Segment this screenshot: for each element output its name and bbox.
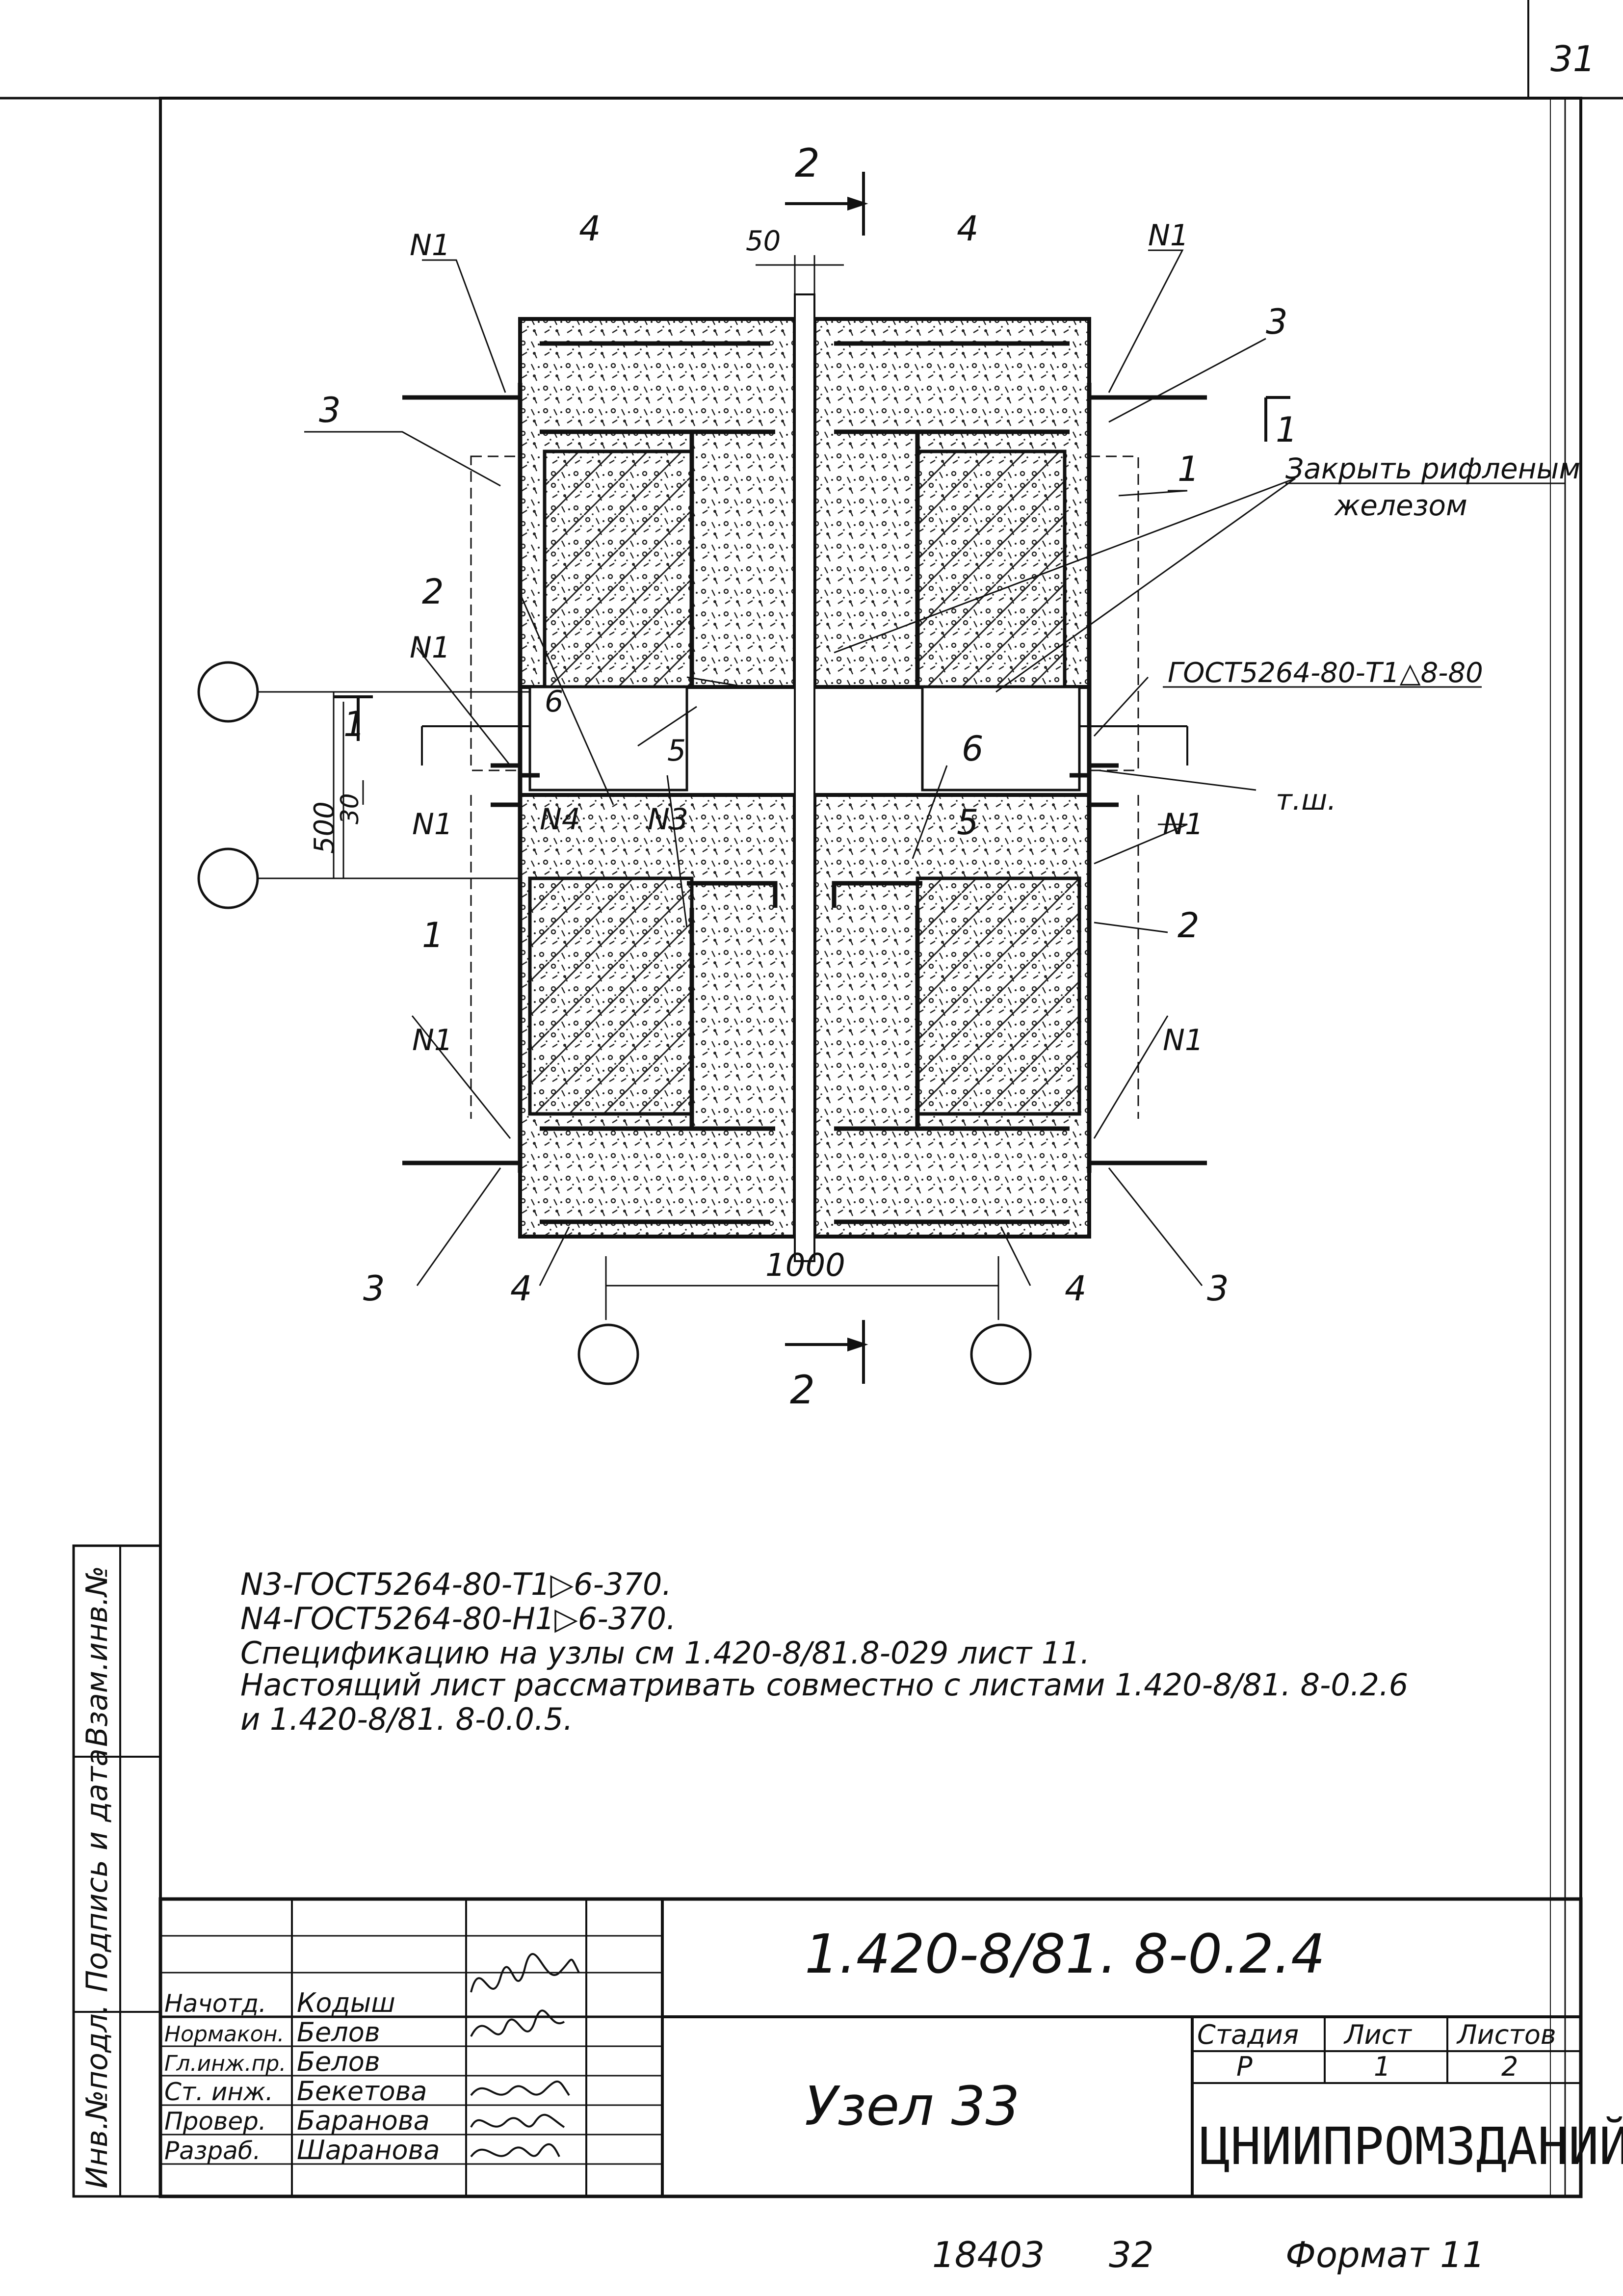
callout-n3: N3 [648, 802, 688, 837]
section-mark-left: 1 [343, 704, 366, 744]
axis-marker-a [197, 661, 259, 723]
callout-n1-mid-left2: N1 [412, 807, 453, 842]
callout-3-bottom-right: 3 [1207, 1268, 1229, 1309]
note-corrugated-line2: железом [1334, 489, 1467, 522]
title-block [158, 1897, 1583, 2198]
footer-format: Формат 11 [1285, 2234, 1485, 2275]
callout-3-top-right: 3 [1266, 302, 1288, 342]
note-line-5: и 1.420-8/81. 8-0.0.5. [240, 1701, 573, 1737]
callout-4-top-left: 4 [579, 209, 601, 249]
callout-n1-low-right: N1 [1163, 1023, 1204, 1057]
callout-4-top-right: 4 [957, 209, 979, 249]
note-line-4: Настоящий лист рассматривать совместно с… [240, 1667, 1408, 1703]
dim-spacing: 500 [309, 801, 340, 854]
callout-n1-low-left: N1 [412, 1023, 453, 1057]
axis-marker-b [197, 847, 259, 909]
stage-value: Р [1236, 2051, 1253, 2082]
dim-span: 1000 [765, 1247, 845, 1284]
callout-n4: N4 [540, 802, 580, 837]
notes: N3-ГОСТ5264-80-Т1▷6-370. N4-ГОСТ5264-80-… [240, 1566, 1408, 1737]
axis-markers [197, 661, 1032, 1385]
axis-marker-d [970, 1323, 1032, 1385]
callout-5-right: 5 [957, 802, 979, 843]
footer-number: 18403 [932, 2234, 1045, 2275]
axis-marker-c [577, 1323, 639, 1385]
section-mark-bottom: 2 [790, 1367, 815, 1413]
note-line-1: N3-ГОСТ5264-80-Т1▷6-370. [240, 1566, 672, 1602]
dim-offset: 30 [336, 793, 364, 824]
sheet-value: 1 [1374, 2051, 1390, 2082]
section-marks [334, 172, 1290, 1384]
callout-5-left: 5 [667, 734, 686, 768]
footer-page: 32 [1109, 2234, 1154, 2275]
callout-2-left: 2 [422, 572, 444, 612]
side-label-inv: Инв.№подл. [80, 2004, 114, 2189]
callout-n1-mid-left: N1 [410, 631, 450, 665]
staff-role-3: Гл.инж.пр. [164, 2051, 286, 2076]
staff-rows: Начотд. Кодыш Нормакон. Белов Гл.инж.пр.… [164, 1987, 440, 2165]
seam-label: т.ш. [1276, 783, 1336, 817]
callout-n1-top-right: N1 [1148, 218, 1189, 253]
sheets-header: Листов [1456, 2019, 1556, 2050]
note-corrugated-line1: Закрыть рифленым [1285, 452, 1580, 485]
staff-role-6: Разраб. [164, 2137, 261, 2165]
staff-role-1: Начотд. [164, 1989, 266, 2018]
section-mark-right: 1 [1276, 410, 1298, 450]
staff-name-4: Бекетова [297, 2076, 427, 2107]
note-line-2: N4-ГОСТ5264-80-Н1▷6-370. [240, 1601, 676, 1636]
side-strip: Инв.№подл. Подпись и дата Взам.инв.№ [72, 1544, 162, 2198]
callout-1-top-right: 1 [1178, 449, 1200, 489]
drawing-title: Узел 33 [805, 2075, 1020, 2138]
staff-name-1: Кодыш [297, 1987, 395, 2018]
callout-2-right: 2 [1178, 905, 1200, 946]
callout-4-bottom-left: 4 [510, 1268, 532, 1309]
dimension-lines [342, 255, 844, 878]
page-number: 31 [1550, 38, 1596, 79]
side-label-sign: Подпись и дата [80, 1748, 114, 1992]
callout-6-right: 6 [962, 729, 984, 769]
staff-name-6: Шаранова [297, 2135, 440, 2165]
dim-gap: 50 [746, 225, 781, 257]
callout-3-top-left: 3 [319, 390, 341, 430]
sheets-value: 2 [1501, 2051, 1518, 2082]
weld-spec: ГОСТ5264-80-Т1△8-80 [1168, 657, 1483, 689]
staff-name-2: Белов [297, 2017, 380, 2048]
drawing-code: 1.420-8/81. 8-0.2.4 [805, 1923, 1325, 1985]
side-label-replace: Взам.инв.№ [80, 1566, 114, 1747]
sheet-header: Лист [1343, 2019, 1412, 2050]
callout-n1-top-left: N1 [410, 228, 450, 263]
callout-n1-mid-right: N1 [1163, 807, 1204, 842]
staff-role-5: Провер. [164, 2107, 266, 2136]
staff-role-2: Нормакон. [164, 2022, 284, 2047]
leader-lines [304, 249, 1296, 1286]
callout-6-left: 6 [545, 685, 563, 719]
section-mark-top: 2 [795, 140, 820, 186]
staff-name-5: Баранова [297, 2105, 430, 2136]
staff-role-4: Ст. инж. [164, 2078, 273, 2106]
callout-4-bottom-right: 4 [1065, 1268, 1087, 1309]
joint-drawing [402, 293, 1207, 1262]
stage-header: Стадия [1197, 2019, 1299, 2050]
signatures [470, 1953, 580, 2158]
organization: ЦНИИПРОМЗДАНИЙ [1200, 2116, 1623, 2176]
staff-name-3: Белов [297, 2046, 380, 2077]
note-line-3: Спецификацию на узлы см 1.420-8/81.8-029… [240, 1635, 1090, 1671]
callout-1-left: 1 [422, 915, 444, 955]
callout-3-bottom-left: 3 [363, 1268, 385, 1309]
